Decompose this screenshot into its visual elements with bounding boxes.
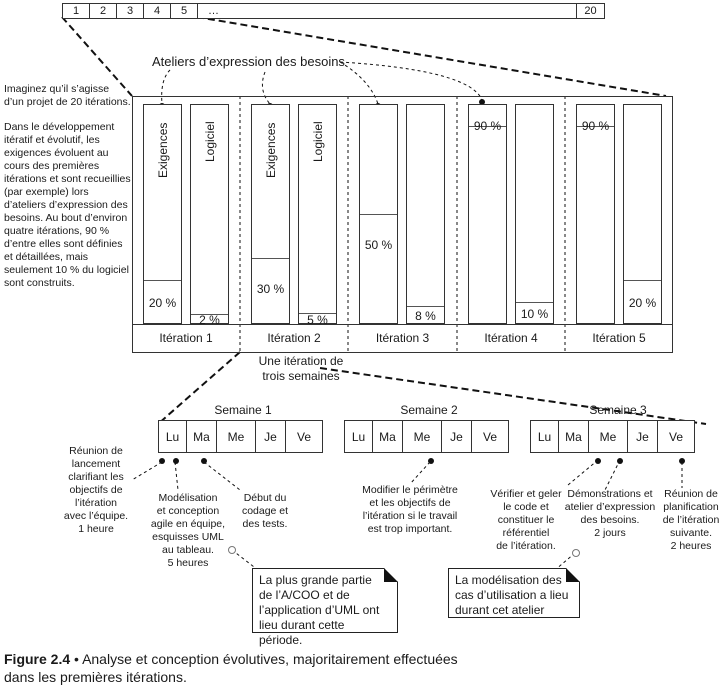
annotation-planification: Réunion de planification de l’itération … [662, 488, 720, 552]
strip-cell: 3 [116, 3, 144, 19]
logiciel-percent: 20 % [628, 296, 657, 310]
week-label: Semaine 2 [400, 403, 458, 417]
iterations-label-row [132, 324, 673, 354]
note-fold-icon [384, 568, 398, 582]
exigences-bar: 30 % [251, 104, 290, 324]
strip-cell: 2 [89, 3, 117, 19]
left-explanation-text: Dans le développement itératif et évolut… [4, 121, 131, 289]
strip-cell-ellipsis: … [197, 3, 577, 19]
exigences-level-line [144, 280, 181, 281]
caption-bullet: • [70, 651, 83, 667]
logiciel-percent: 2 % [199, 313, 220, 327]
day-cell: Me [216, 420, 256, 453]
day-cell: Ma [558, 420, 589, 453]
day-cell: Lu [158, 420, 187, 453]
logiciel-vertical-label: Logiciel [311, 121, 325, 162]
logiciel-bar: 20 % [623, 104, 662, 324]
exigences-bar: 90 % [576, 104, 615, 324]
day-cell: Je [441, 420, 472, 453]
strip-cell: 1 [62, 3, 90, 19]
logiciel-level-line [624, 280, 661, 281]
strip-cell: 5 [170, 3, 198, 19]
logiciel-bar: 8 % [406, 104, 445, 324]
day-cell: Ve [657, 420, 695, 453]
day-cell: Ma [186, 420, 217, 453]
day-cell: Lu [344, 420, 373, 453]
exigences-percent: 20 % [148, 296, 177, 310]
annotation-debut: Début du codage et des tests. [241, 492, 289, 530]
iteration-label: Itération 3 [375, 331, 430, 345]
annotation-modelisation: Modélisation et conception agile en équi… [150, 492, 226, 569]
figure-number: Figure 2.4 [4, 651, 71, 667]
annotation-reunion: Réunion de lancement clarifiant les obje… [63, 445, 129, 535]
week-label: Semaine 3 [589, 403, 647, 417]
logiciel-percent: 10 % [520, 307, 549, 321]
iteration-label: Itération 4 [484, 331, 538, 345]
iteration-label: Itération 2 [267, 331, 321, 345]
note-fold-icon [566, 568, 580, 582]
logiciel-level-line [191, 314, 228, 315]
logiciel-bar: 2 % [190, 104, 229, 327]
iteration-strip: 1 2 3 4 5 … 20 [62, 3, 605, 19]
logiciel-vertical-label: Logiciel [203, 121, 217, 162]
header-label: Ateliers d’expression des besoins [152, 54, 345, 69]
day-cell: Me [588, 420, 628, 453]
iteration-label: Itération 5 [592, 331, 646, 345]
day-cell: Ve [285, 420, 323, 453]
exigences-vertical-label: Exigences [156, 122, 170, 178]
exigences-bar: 50 % [359, 104, 398, 324]
exigences-level-line [469, 126, 506, 127]
note-acoo: La plus grande partie de l’A/COO et de l… [252, 568, 398, 647]
exigences-level-line [252, 258, 289, 259]
day-cell: Lu [530, 420, 559, 453]
logiciel-level-line [299, 313, 336, 314]
exigences-bar: 90 % [468, 104, 507, 324]
caption-text: Analyse et conception évolutives, majori… [4, 651, 458, 685]
left-intro-text: Imaginez qu’il s’agisse d’un projet de 2… [4, 83, 131, 108]
iterations-panel [132, 96, 673, 353]
exigences-percent: 90 % [581, 119, 610, 133]
logiciel-bar: 10 % [515, 104, 554, 324]
week-label: Semaine 1 [214, 403, 272, 417]
logiciel-percent: 5 % [307, 312, 328, 327]
exigences-percent: 30 % [256, 282, 285, 296]
note-cas-utilisation: La modélisation des cas d’utilisation a … [448, 568, 580, 618]
day-cell: Je [255, 420, 286, 453]
day-cell: Me [402, 420, 442, 453]
iteration-subtitle: Une itération de trois semaines [258, 354, 344, 383]
exigences-percent: 50 % [364, 238, 393, 252]
exigences-level-line [577, 126, 614, 127]
day-cell: Ma [372, 420, 403, 453]
exigences-level-line [360, 214, 397, 215]
exigences-percent: 90 % [473, 119, 502, 133]
logiciel-percent: 8 % [415, 309, 436, 323]
annotation-verifier: Vérifier et geler le code et constituer … [490, 488, 562, 552]
strip-cell-last: 20 [576, 3, 605, 19]
logiciel-level-line [516, 302, 553, 303]
strip-cell: 4 [143, 3, 171, 19]
exigences-bar: 20 % [143, 104, 182, 324]
logiciel-level-line [407, 306, 444, 307]
annotation-demonstrations: Démonstrations et atelier d’expression d… [564, 488, 656, 539]
logiciel-bar: 5 % [298, 104, 337, 327]
day-cell: Ve [471, 420, 509, 453]
exigences-vertical-label: Exigences [264, 122, 278, 178]
figure-caption: Figure 2.4 • Analyse et conception évolu… [4, 650, 564, 686]
day-cell: Je [627, 420, 658, 453]
iteration-label: Itération 1 [159, 331, 213, 345]
annotation-modifier: Modifier le périmètre et les objectifs d… [362, 484, 458, 535]
